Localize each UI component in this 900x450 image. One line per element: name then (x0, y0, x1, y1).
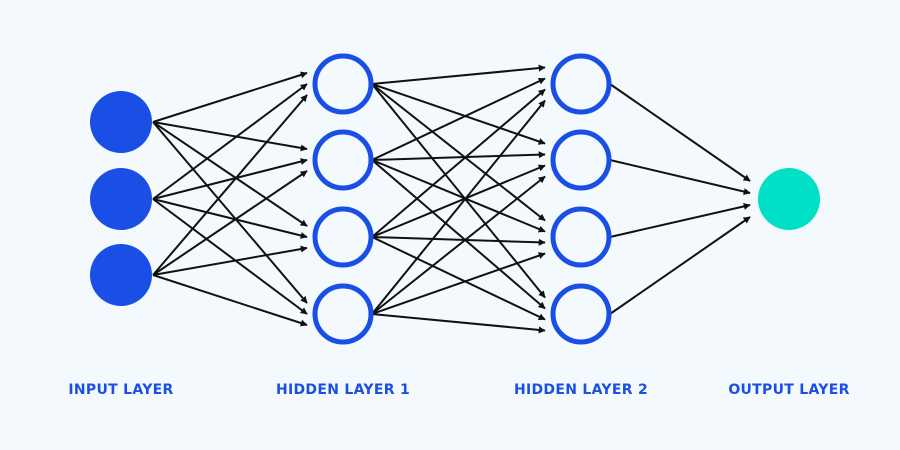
node-hidden2-2 (550, 129, 612, 191)
connections (152, 64, 751, 334)
edge-hidden1-1-to-hidden2-2 (371, 83, 546, 145)
node-input-1 (90, 91, 152, 153)
node-hidden1-2 (312, 129, 374, 191)
node-hidden2-1 (550, 53, 612, 115)
node-input-2 (90, 168, 152, 230)
edge-hidden2-4-to-output-1 (609, 216, 751, 315)
edge-hidden1-3-to-hidden2-2 (371, 164, 546, 238)
node-hidden1-3 (312, 206, 374, 268)
edge-hidden2-1-to-output-1 (609, 83, 751, 182)
node-hidden1-1 (312, 53, 374, 115)
edge-hidden1-1-to-hidden2-1 (371, 64, 546, 85)
edge-hidden1-1-to-hidden2-4 (371, 83, 546, 299)
layer-label-hidden-2: HIDDEN LAYER 2 (513, 382, 649, 398)
node-hidden1-4 (312, 283, 374, 345)
edge-hidden1-3-to-hidden2-3 (371, 236, 546, 246)
edge-hidden1-2-to-hidden2-4 (371, 159, 546, 310)
edge-hidden1-2-to-hidden2-2 (371, 151, 546, 161)
node-hidden2-4 (550, 283, 612, 345)
edge-input-2-to-hidden1-2 (152, 158, 308, 200)
edge-hidden2-2-to-output-1 (609, 159, 751, 195)
edge-hidden1-3-to-hidden2-4 (371, 236, 546, 321)
edge-input-3-to-hidden1-4 (152, 274, 308, 327)
node-hidden2-3 (550, 206, 612, 268)
layer-label-output: OUTPUT LAYER (728, 382, 850, 398)
edge-hidden1-1-to-hidden2-3 (371, 83, 546, 222)
edge-hidden1-4-to-hidden2-1 (371, 99, 546, 315)
layer-label-hidden-1: HIDDEN LAYER 1 (275, 382, 411, 398)
edge-input-1-to-hidden1-2 (152, 121, 308, 152)
edge-input-2-to-hidden1-1 (152, 83, 308, 200)
edge-hidden1-4-to-hidden2-3 (371, 252, 546, 315)
edge-input-3-to-hidden1-1 (152, 94, 308, 276)
edge-input-2-to-hidden1-4 (152, 198, 308, 315)
edge-hidden1-4-to-hidden2-2 (371, 175, 546, 315)
edge-hidden1-3-to-hidden2-1 (371, 88, 546, 238)
edge-input-3-to-hidden1-3 (152, 245, 308, 276)
edge-hidden1-2-to-hidden2-1 (371, 77, 546, 161)
node-input-3 (90, 244, 152, 306)
edge-input-1-to-hidden1-3 (152, 121, 308, 227)
edge-input-2-to-hidden1-3 (152, 198, 308, 239)
edge-hidden2-3-to-output-1 (609, 202, 751, 238)
edge-input-3-to-hidden1-2 (152, 170, 308, 276)
edge-input-1-to-hidden1-1 (152, 71, 308, 123)
nodes (90, 53, 820, 345)
edge-hidden1-2-to-hidden2-3 (371, 159, 546, 233)
edge-input-1-to-hidden1-4 (152, 121, 308, 304)
node-output-1 (758, 168, 820, 230)
edge-hidden1-4-to-hidden2-4 (371, 313, 546, 334)
layer-label-input: INPUT LAYER (68, 382, 174, 398)
